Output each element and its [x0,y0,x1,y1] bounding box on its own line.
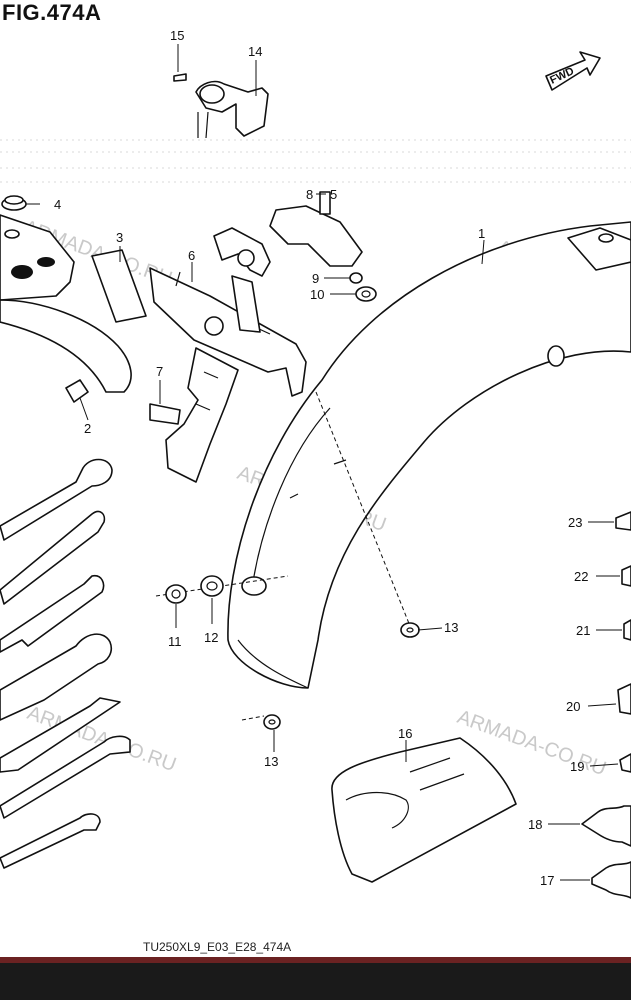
part-3-pad [91,249,147,323]
callout-10: 10 [310,287,324,302]
callout-13b: 13 [264,754,278,769]
part-7-clip [149,403,181,425]
part-19-bolt [619,753,631,773]
callout-5: 5 [330,187,337,202]
callout-2: 2 [84,421,91,436]
footer-code: TU250XL9_E03_E28_474A [143,940,292,954]
callout-15: 15 [170,28,184,43]
callout-13a: 13 [444,620,458,635]
part-13-nut-b [263,714,281,730]
part-16-tool-bag [331,737,517,883]
callout-3: 3 [116,230,123,245]
part-23-cap [615,511,631,531]
callout-23: 23 [568,515,582,530]
part-22-spacer [621,565,631,587]
part-14-15-reflector [173,73,269,139]
callout-1: 1 [478,226,485,241]
callout-7: 7 [156,364,163,379]
callout-6: 6 [188,248,195,263]
callout-17: 17 [540,873,554,888]
callout-11: 11 [168,634,182,649]
part-17-wrench [591,861,631,899]
part-6-bracket [149,227,307,397]
callout-12: 12 [204,630,218,645]
callout-9: 9 [312,271,319,286]
part-2-clip [65,379,89,403]
footer-stripe [0,957,631,963]
callout-16: 16 [398,726,412,741]
callout-8: 8 [306,187,313,202]
callout-19: 19 [570,759,584,774]
callout-21: 21 [576,623,590,638]
callout-20: 20 [566,699,580,714]
part-8-bolt [269,191,363,267]
part-mounting-stay [165,347,239,483]
part-12-grommet [200,575,224,597]
leader-lines [26,44,622,881]
part-18-wrench [581,805,631,847]
tool-kit [0,458,131,869]
callout-18: 18 [528,817,542,832]
part-4-nut [1,195,27,211]
footer-bar [0,957,631,1000]
figure-title: FIG.474A [2,0,102,25]
part-1-rear-fender [227,221,631,689]
part-13-nut-a [400,622,420,638]
part-20-plug [617,683,631,715]
callout-14: 14 [248,44,262,59]
callout-22: 22 [574,569,588,584]
part-front-fender-left [0,214,132,393]
scan-noise [0,139,631,183]
part-21-spacer [623,619,631,641]
part-9-collar [349,272,363,284]
part-10-washer [355,286,377,302]
callout-4: 4 [54,197,61,212]
part-11-grommet [165,584,187,604]
forward-arrow-icon: FWD [545,51,601,91]
